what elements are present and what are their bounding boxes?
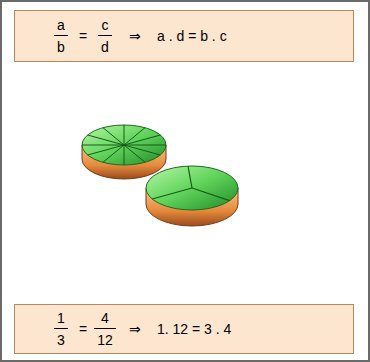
slice-line [152, 188, 192, 199]
slice-line [82, 145, 124, 146]
slice-line [88, 145, 124, 155]
fraction-bar [94, 328, 116, 329]
denominator: d [101, 39, 109, 55]
implies-arrow: ⇒ [129, 28, 141, 44]
formula-box: 1 3 = 4 12 ⇒ 1. 12 = 3 . 4 [14, 304, 354, 354]
fraction-bar [54, 35, 68, 36]
numerator: 4 [101, 310, 109, 326]
denominator: b [57, 39, 65, 55]
pie-thirds [146, 166, 238, 226]
equals-sign: = [79, 321, 87, 337]
implies-arrow: ⇒ [129, 321, 141, 337]
fraction-bar [54, 328, 68, 329]
fraction-bar [98, 35, 112, 36]
slice-line [124, 125, 125, 145]
equals-sign: = [79, 28, 87, 44]
cross-product: a . d = b . c [157, 28, 227, 44]
denominator: 3 [57, 332, 65, 348]
formula-box: ab = cd ⇒ a . d = b . c [14, 10, 354, 62]
denominator: 12 [97, 332, 113, 348]
slice-line [188, 166, 192, 188]
numerator: a [57, 17, 65, 33]
cross-product: 1. 12 = 3 . 4 [157, 321, 231, 337]
slice-line [124, 145, 145, 162]
slice-line [103, 128, 124, 145]
slice-line [192, 188, 230, 201]
slice-line [124, 145, 125, 165]
slice-line [124, 135, 160, 145]
pie-twelfths [82, 125, 166, 179]
numerator: c [102, 17, 109, 33]
numerator: 1 [57, 310, 65, 326]
slice-line [124, 145, 166, 146]
